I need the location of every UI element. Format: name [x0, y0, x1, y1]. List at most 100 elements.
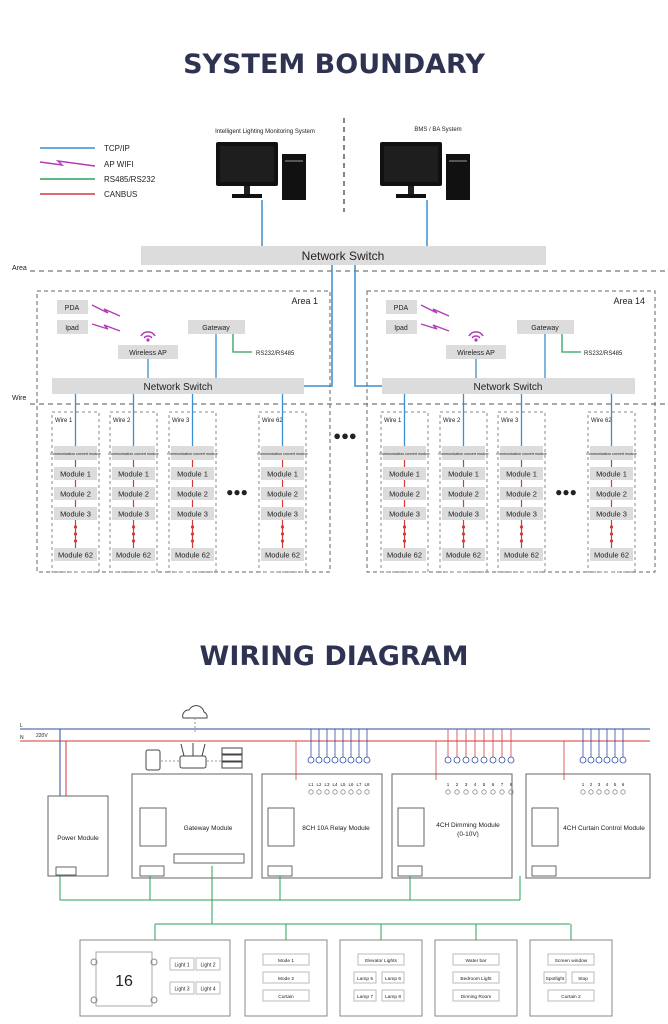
panel-button-label: Curtain 2 [561, 994, 581, 1000]
lamp-icon [579, 756, 587, 764]
legend-canbus: CANBUS [104, 190, 137, 199]
cloud-icon [182, 705, 208, 732]
area-title: Area 1 [291, 296, 318, 306]
dimming-module: 4CH Dimming Module (0-10V) [391, 773, 513, 879]
ipad-label: Ipad [394, 325, 408, 332]
gateway-label: Gateway [531, 325, 559, 332]
dimming-module-range: (0-10V) [457, 831, 479, 838]
panel-button-label: Lamp 6 [385, 976, 401, 982]
wifi-icon [468, 331, 484, 342]
comm-module-label: Communication convert module [438, 452, 489, 456]
panel-button-label: Light 2 [200, 963, 215, 969]
wire-label: Wire 62 [262, 418, 283, 424]
module-label: Module 1 [596, 470, 627, 479]
channel-label: L7 [356, 782, 362, 787]
module-label: Module 62 [446, 551, 481, 560]
lamp-icon [462, 756, 470, 764]
comm-module-label: Communication convert module [108, 452, 159, 456]
wifi-signal-icon [420, 304, 450, 317]
panel-button-icon [90, 996, 98, 1004]
legend: TCP/IP AP WIFI RS485/RS232 CANBUS [39, 144, 156, 199]
power-module: Power Module [47, 795, 109, 877]
module-label: Module 62 [265, 551, 300, 560]
lamp-icon [507, 756, 515, 764]
channel-label: 2 [456, 782, 459, 787]
lamp-icon [471, 756, 479, 764]
lamp-icon [489, 756, 497, 764]
pda-label: PDA [394, 305, 409, 312]
gateway-module: Gateway Module [131, 773, 253, 879]
module-label: Module 2 [118, 490, 149, 499]
curtain-module-label: 4CH Curtain Control Module [563, 825, 645, 832]
channel-label: 1 [447, 782, 450, 787]
bus-n-label: N [20, 735, 24, 741]
lamp-icon [315, 756, 323, 764]
channel-label: L2 [316, 782, 322, 787]
wire-label: Wire 2 [113, 418, 131, 424]
ipad-label: Ipad [65, 325, 79, 332]
server-icon [221, 747, 243, 769]
panel-button-icon [150, 958, 158, 966]
channel-label: 6 [492, 782, 495, 787]
panel-button-label: Bedroom Light [460, 976, 492, 982]
wire-ellipsis: ●●● [555, 485, 577, 499]
panel-button-label: Lamp 5 [357, 976, 373, 982]
channel-label: L6 [348, 782, 354, 787]
relay-module-label: 8CH 10A Relay Module [302, 825, 370, 832]
bus-l-label: L [20, 723, 23, 729]
zone-area-label: Area [12, 265, 27, 272]
panel-button-label: Light 4 [200, 987, 215, 993]
panel-button-label: Screen window [555, 958, 588, 964]
lamp-icon [480, 756, 488, 764]
lamp-icon [611, 756, 619, 764]
module-label: Module 1 [177, 470, 208, 479]
wire-label: Wire 3 [172, 418, 190, 424]
module-label: Module 1 [60, 470, 91, 479]
lamp-icon [453, 756, 461, 764]
channel-label: 4 [474, 782, 477, 787]
module-label: Module 3 [177, 510, 208, 519]
wifi-signal-icon [91, 304, 121, 317]
module-label: Module 3 [60, 510, 91, 519]
panel-button-label: Light 3 [174, 987, 189, 993]
panel-button-label: Water bar [466, 958, 487, 964]
module-label: Module 1 [506, 470, 537, 479]
comm-module-label: Communication convert module [496, 452, 547, 456]
wifi-signal-icon [420, 323, 450, 332]
panel-button-label: Stop [578, 976, 588, 982]
network-switch-top-label: Network Switch [302, 249, 385, 263]
panel-button-label: Elevator Lights [365, 958, 397, 964]
channel-label: 5 [483, 782, 486, 787]
zone-wire-label: Wire [12, 395, 26, 402]
pda-label: PDA [65, 305, 80, 312]
module-label: Module 1 [267, 470, 298, 479]
module-label: Module 2 [177, 490, 208, 499]
panel-button-label: Mode 2 [278, 976, 294, 982]
module-label: Module 1 [448, 470, 479, 479]
lamp-icon [339, 756, 347, 764]
wire-label: Wire 2 [443, 418, 461, 424]
comm-module-label: Communication convert module [167, 452, 218, 456]
area-title: Area 14 [613, 296, 645, 306]
channel-label: L4 [332, 782, 338, 787]
lamp-icon [619, 756, 627, 764]
router-icon [179, 743, 207, 769]
computer-left-label: Intelligent Lighting Monitoring System [215, 129, 315, 135]
module-label: Module 62 [594, 551, 629, 560]
panel-button-icon [150, 996, 158, 1004]
power-module-label: Power Module [57, 835, 99, 842]
module-label: Module 2 [506, 490, 537, 499]
channel-label: L8 [364, 782, 370, 787]
area-14-box [366, 290, 656, 573]
lamp-icon [444, 756, 452, 764]
area-1: Area 1 PDA Ipad Wireless AP Gateway RS23… [52, 296, 318, 394]
area-switch-label: Network Switch [474, 382, 543, 393]
area-ellipsis: ●●● [333, 428, 357, 443]
channel-label: 2 [590, 782, 593, 787]
computer-right-label: BMS / BA System [414, 127, 461, 133]
